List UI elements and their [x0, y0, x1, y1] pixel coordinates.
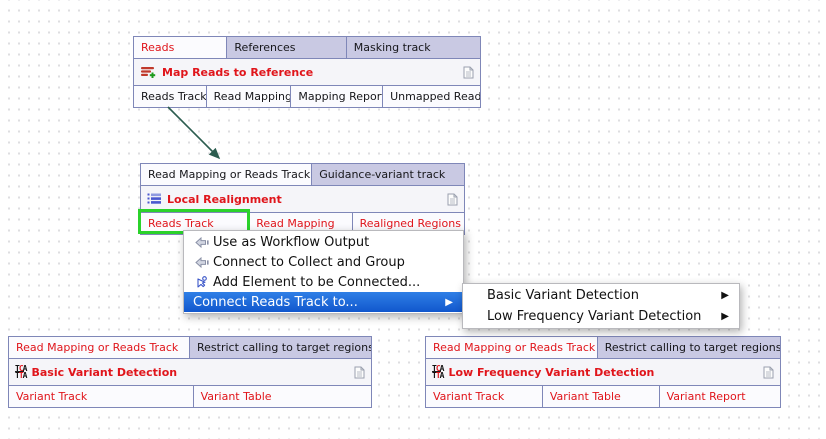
input-port-reads[interactable]: Reads	[134, 37, 228, 58]
menu-item-label: Use as Workflow Output	[213, 234, 370, 250]
context-submenu: Basic Variant Detection ▶ Low Frequency …	[462, 283, 740, 329]
submenu-arrow-icon: ▶	[721, 311, 729, 322]
menu-item-label: Add Element to be Connected...	[213, 274, 421, 290]
map-reads-icon	[140, 66, 157, 79]
node-title: Local Realignment	[167, 192, 282, 206]
menu-item-add-element-to-be-connected[interactable]: Add Element to be Connected...	[184, 272, 463, 292]
menu-item-label: Connect to Collect and Group	[213, 254, 405, 270]
input-port-read-mapping-or-reads-track[interactable]: Read Mapping or Reads Track	[426, 337, 598, 358]
output-port-reads-track[interactable]: Reads Track	[141, 213, 250, 234]
input-port-restrict-calling-to-target-regions[interactable]: Restrict calling to target regions	[597, 337, 780, 358]
menu-item-label: Connect Reads Track to...	[193, 294, 358, 310]
output-port-mapping-report[interactable]: Mapping Report	[291, 86, 384, 107]
menu-item-label: Basic Variant Detection	[487, 288, 639, 303]
submenu-item-low-frequency-variant-detection[interactable]: Low Frequency Variant Detection ▶	[463, 306, 739, 327]
menu-item-use-as-workflow-output[interactable]: Use as Workflow Output	[184, 232, 463, 252]
submenu-arrow-icon: ▶	[721, 290, 729, 301]
output-port-read-mapping[interactable]: Read Mapping	[206, 86, 292, 107]
output-port-read-mapping[interactable]: Read Mapping	[249, 213, 353, 234]
output-port-realigned-regions[interactable]: Realigned Regions	[352, 213, 464, 234]
node-local-realignment[interactable]: Read Mapping or Reads Track Guidance-var…	[140, 163, 465, 235]
menu-item-connect-to-collect-and-group[interactable]: Connect to Collect and Group	[184, 252, 463, 272]
output-port-variant-table[interactable]: Variant Table	[542, 386, 660, 407]
input-port-read-mapping-or-reads-track[interactable]: Read Mapping or Reads Track	[141, 164, 313, 185]
input-port-read-mapping-or-reads-track[interactable]: Read Mapping or Reads Track	[9, 337, 190, 358]
output-port-variant-track[interactable]: Variant Track	[9, 386, 194, 407]
node-map-reads-to-reference[interactable]: Reads References Masking track Map Reads…	[133, 36, 481, 108]
node-title: Basic Variant Detection	[31, 365, 178, 379]
node-title: Low Frequency Variant Detection	[448, 365, 655, 379]
add-element-icon	[193, 276, 210, 288]
node-low-frequency-variant-detection[interactable]: Read Mapping or Reads Track Restrict cal…	[425, 336, 781, 408]
menu-item-label: Low Frequency Variant Detection	[487, 309, 702, 324]
workflow-output-icon	[193, 236, 210, 248]
input-port-masking-track[interactable]: Masking track	[346, 37, 480, 58]
submenu-arrow-icon: ▶	[445, 296, 453, 308]
document-icon[interactable]	[463, 66, 474, 79]
document-icon[interactable]	[354, 366, 365, 379]
menu-item-connect-reads-track-to[interactable]: Connect Reads Track to... ▶	[184, 292, 463, 312]
input-port-guidance-variant-track[interactable]: Guidance-variant track	[312, 164, 464, 185]
local-realignment-icon	[147, 193, 162, 205]
context-menu: Use as Workflow Output Connect to Collec…	[183, 230, 464, 314]
output-port-variant-report[interactable]: Variant Report	[659, 386, 780, 407]
output-port-unmapped-reads[interactable]: Unmapped Reads	[383, 86, 480, 107]
submenu-item-basic-variant-detection[interactable]: Basic Variant Detection ▶	[463, 285, 739, 306]
node-title: Map Reads to Reference	[162, 65, 314, 79]
output-port-variant-track[interactable]: Variant Track	[426, 386, 543, 407]
document-icon[interactable]	[763, 366, 774, 379]
output-port-variant-table[interactable]: Variant Table	[193, 386, 371, 407]
document-icon[interactable]	[447, 193, 458, 206]
output-port-reads-track[interactable]: Reads Track	[134, 86, 207, 107]
collect-and-group-icon	[193, 256, 210, 268]
node-basic-variant-detection[interactable]: Read Mapping or Reads Track Restrict cal…	[8, 336, 372, 408]
input-port-references[interactable]: References	[227, 37, 347, 58]
input-port-restrict-calling-to-target-regions[interactable]: Restrict calling to target regions	[190, 337, 371, 358]
